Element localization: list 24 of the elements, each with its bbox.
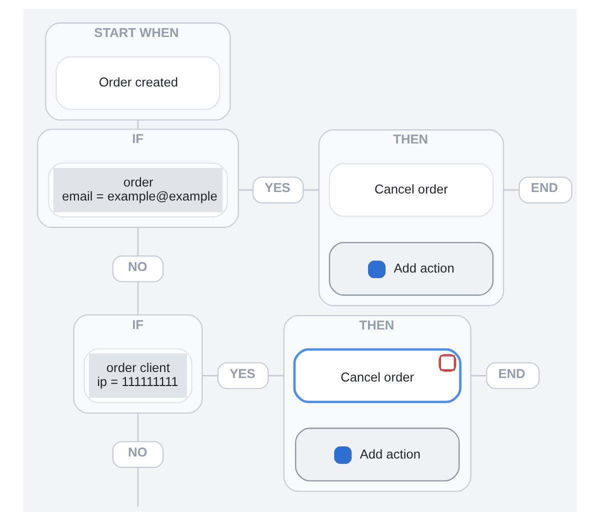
node-box: YES [217,362,269,389]
node-box: END [486,362,540,389]
node-box: order email = example@example [48,162,228,217]
node-box: YES [252,176,304,203]
node-box: order client ip = 111111111 [84,348,192,403]
node-box: Cancel order [328,162,494,216]
connector [202,374,218,376]
node-box: NO [112,254,164,282]
connector [470,374,486,376]
connector [137,412,139,442]
connector [137,119,139,129]
node-box: Add action [295,427,460,481]
connector [137,226,139,256]
node-box: Add action [328,241,494,296]
node-box: END [518,176,572,203]
node-box: Order created [56,56,220,110]
connector [504,188,519,190]
node-box: NO [112,440,164,468]
connector [137,282,139,314]
node-box: Cancel order [293,348,462,403]
connector [304,188,319,190]
connector [238,188,253,190]
connector [268,374,284,376]
connector [137,466,139,506]
